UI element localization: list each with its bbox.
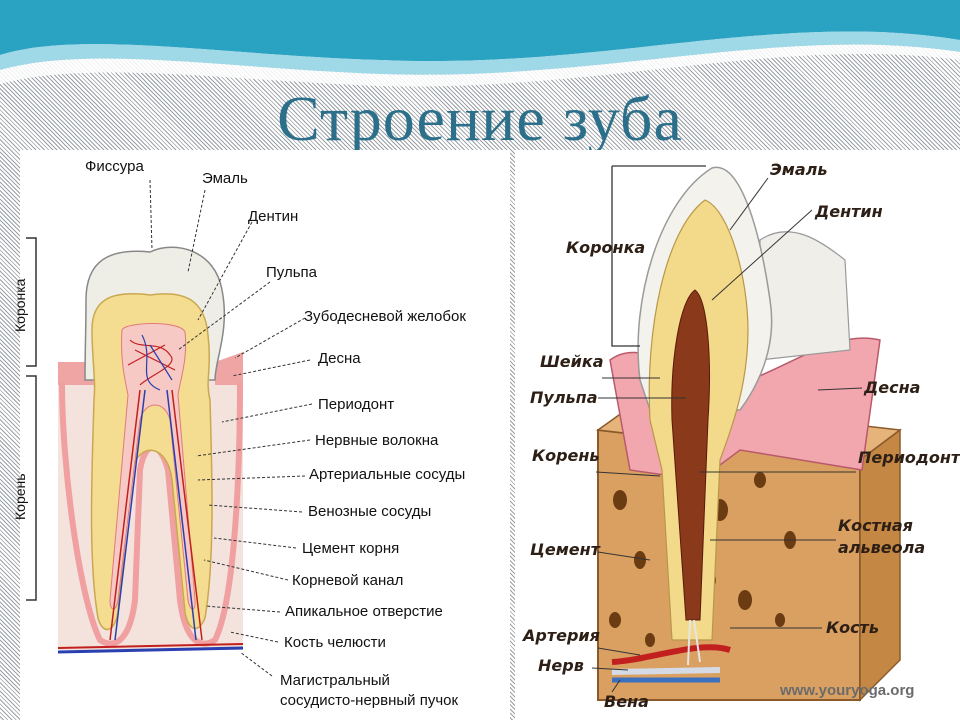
label-root-cement: Цемент корня	[302, 540, 400, 557]
label-gingival-sulcus: Зубодесневой желобок	[304, 308, 466, 325]
label-periodontium: Периодонт	[318, 396, 395, 413]
main-vessel	[57, 646, 244, 654]
pulp	[109, 323, 196, 610]
watermark: www.youryoga.org	[780, 682, 915, 699]
label-nerve-fibers: Нервные волокна	[315, 432, 439, 449]
label-jaw-bone: Кость челюсти	[284, 634, 386, 651]
label-r-crown: Коронка	[566, 238, 646, 257]
label-gum: Десна	[318, 350, 361, 367]
label-r-neck: Шейка	[540, 352, 604, 371]
label-dentin: Дентин	[248, 208, 299, 225]
header-wave	[0, 0, 960, 62]
label-venous-vessels: Венозные сосуды	[308, 503, 432, 520]
label-r-artery: Артерия	[523, 626, 600, 645]
label-r-gum: Десна	[864, 378, 921, 397]
label-root-canal: Корневой канал	[292, 572, 404, 589]
label-r-bone: Кость	[826, 618, 879, 637]
label-main-bundle-1: Магистральный	[280, 672, 390, 689]
label-r-cement: Цемент	[530, 540, 600, 559]
label-r-enamel: Эмаль	[770, 160, 828, 179]
label-r-dentin: Дентин	[815, 202, 883, 221]
label-enamel: Эмаль	[202, 170, 248, 187]
label-r-periodontium: Периодонт	[858, 448, 960, 467]
label-r-alveolar-2: альвеола	[838, 538, 926, 557]
header-wave-light	[0, 31, 960, 75]
label-r-vein: Вена	[604, 692, 649, 711]
label-main-bundle-2: сосудисто-нервный пучок	[280, 692, 459, 709]
page-title: Строение зуба	[277, 83, 683, 154]
label-pulp: Пульпа	[266, 264, 317, 281]
pulp	[671, 289, 710, 621]
label-apical-foramen: Апикальное отверстие	[285, 603, 443, 620]
label-r-nerve: Нерв	[538, 656, 584, 675]
label-r-alveolar-1: Костная	[838, 516, 913, 535]
label-fissure: Фиссура	[85, 158, 144, 175]
label-arterial-vessels: Артериальные сосуды	[309, 466, 466, 483]
label-r-root: Корень	[532, 446, 600, 465]
label-r-pulp: Пульпа	[530, 388, 598, 407]
